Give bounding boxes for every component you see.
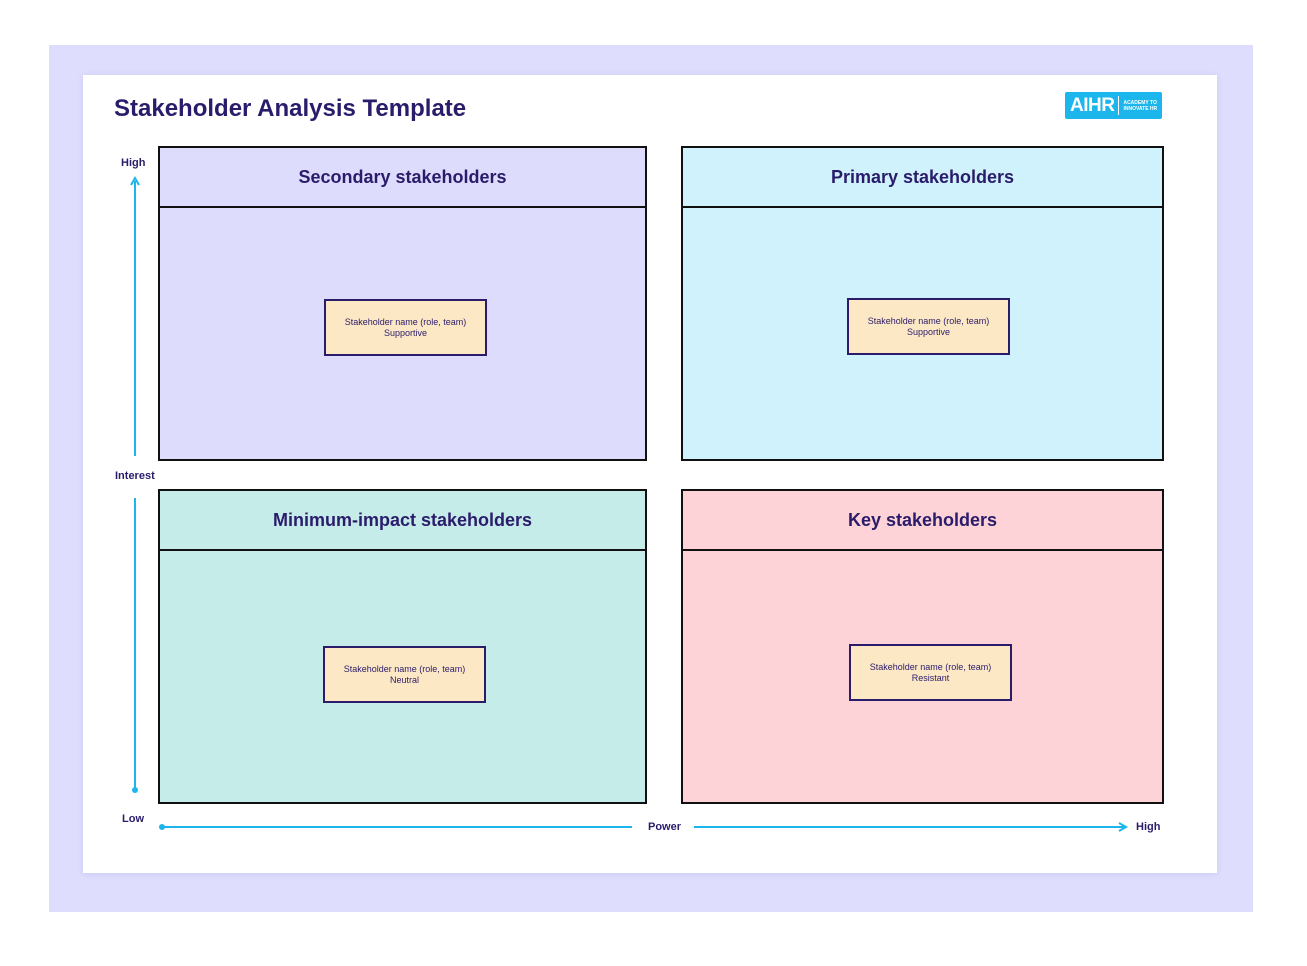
quadrant-key-stakeholders: Key stakeholders Stakeholder name (role,… xyxy=(681,489,1164,804)
quadrant-title: Secondary stakeholders xyxy=(160,148,645,208)
logo-tagline: ACADEMY TO INNOVATE HR xyxy=(1123,100,1157,112)
page-title: Stakeholder Analysis Template xyxy=(114,95,467,122)
quadrant-title: Primary stakeholders xyxy=(683,148,1162,208)
stakeholder-card-stance: Supportive xyxy=(906,326,951,337)
quadrant-primary-stakeholders: Primary stakeholders Stakeholder name (r… xyxy=(681,146,1164,461)
logo-tagline-line2: INNOVATE HR xyxy=(1123,105,1158,112)
interest-axis-label: Interest xyxy=(115,470,155,482)
stakeholder-card-name: Stakeholder name (role, team) xyxy=(343,663,466,674)
quadrant-secondary-stakeholders: Secondary stakeholders Stakeholder name … xyxy=(158,146,647,461)
logo-tagline-line1: ACADEMY TO xyxy=(1123,99,1157,106)
interest-axis-arrowhead xyxy=(130,175,140,186)
stakeholder-card-stance: Resistant xyxy=(911,672,950,683)
stakeholder-card-name: Stakeholder name (role, team) xyxy=(869,661,992,672)
stakeholder-card[interactable]: Stakeholder name (role, team) Neutral xyxy=(323,646,486,703)
logo-wordmark: AIHR xyxy=(1070,94,1115,116)
stakeholder-card[interactable]: Stakeholder name (role, team) Supportive xyxy=(847,298,1010,355)
stakeholder-card[interactable]: Stakeholder name (role, team) Supportive xyxy=(324,299,487,356)
stakeholder-card-name: Stakeholder name (role, team) xyxy=(867,315,990,326)
interest-high-label: High xyxy=(121,157,146,169)
quadrant-minimum-impact-stakeholders: Minimum-impact stakeholders Stakeholder … xyxy=(158,489,647,804)
power-axis-arrowhead xyxy=(1118,822,1129,832)
power-axis-label: Power xyxy=(648,821,682,833)
stakeholder-card[interactable]: Stakeholder name (role, team) Resistant xyxy=(849,644,1012,701)
stakeholder-card-name: Stakeholder name (role, team) xyxy=(344,316,467,327)
stakeholder-card-stance: Supportive xyxy=(383,327,428,338)
low-label: Low xyxy=(122,813,144,825)
interest-axis-origin-dot xyxy=(132,787,138,793)
stakeholder-card-stance: Neutral xyxy=(389,674,419,685)
aihr-logo: AIHR ACADEMY TO INNOVATE HR xyxy=(1065,92,1162,119)
quadrant-title: Minimum-impact stakeholders xyxy=(160,491,645,551)
quadrant-title: Key stakeholders xyxy=(683,491,1162,551)
logo-divider xyxy=(1118,96,1120,115)
power-high-label: High xyxy=(1136,821,1161,833)
